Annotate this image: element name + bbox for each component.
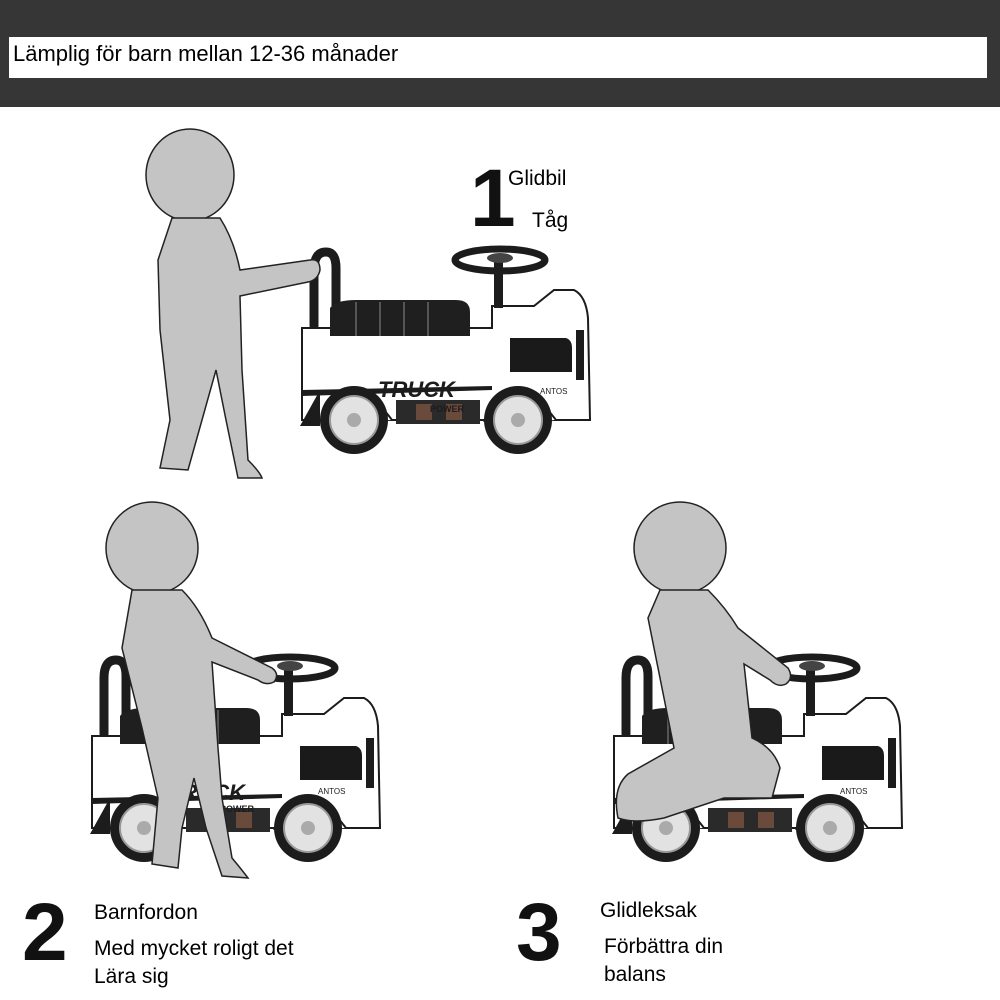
- scene-3-glide: ANTOS: [604, 501, 924, 898]
- mode-1-line-1: Glidbil: [508, 167, 567, 190]
- age-banner: Lämplig för barn mellan 12-36 månader: [9, 37, 987, 78]
- mode-2-line-3: Lära sig: [94, 965, 169, 988]
- truck-decal-sub-1: POWER: [430, 404, 465, 414]
- truck-badge-1: ANTOS: [540, 387, 567, 396]
- truck-badge-3: ANTOS: [840, 787, 867, 796]
- scene-1-push: TRUCK POWER ANTOS: [145, 128, 620, 479]
- ride-on-truck-1: [300, 249, 590, 454]
- mode-2-line-1: Barnfordon: [94, 901, 198, 924]
- mode-3-line-1: Glidleksak: [600, 899, 697, 922]
- truck-badge-2: ANTOS: [318, 787, 345, 796]
- child-silhouette-2: [105, 501, 278, 879]
- mode-2-line-2: Med mycket roligt det: [94, 937, 294, 960]
- mode-number-3: 3: [516, 887, 562, 978]
- child-silhouette-3: [615, 501, 792, 822]
- scene-2-ride: TRUCK POWER ANTOS: [82, 501, 402, 879]
- mode-number-2: 2: [22, 887, 68, 978]
- child-silhouette-1: [145, 128, 321, 479]
- mode-1-line-2: Tåg: [532, 209, 569, 232]
- truck-decal-1: TRUCK: [378, 377, 457, 402]
- mode-3-line-2: Förbättra din: [604, 935, 724, 958]
- truck-decal-sub-2: POWER: [220, 804, 255, 814]
- top-bar: Lämplig för barn mellan 12-36 månader: [0, 0, 1000, 107]
- mode-number-1: 1: [470, 153, 516, 244]
- age-banner-text: Lämplig för barn mellan 12-36 månader: [13, 41, 399, 66]
- mode-3-line-3: balans: [604, 963, 666, 986]
